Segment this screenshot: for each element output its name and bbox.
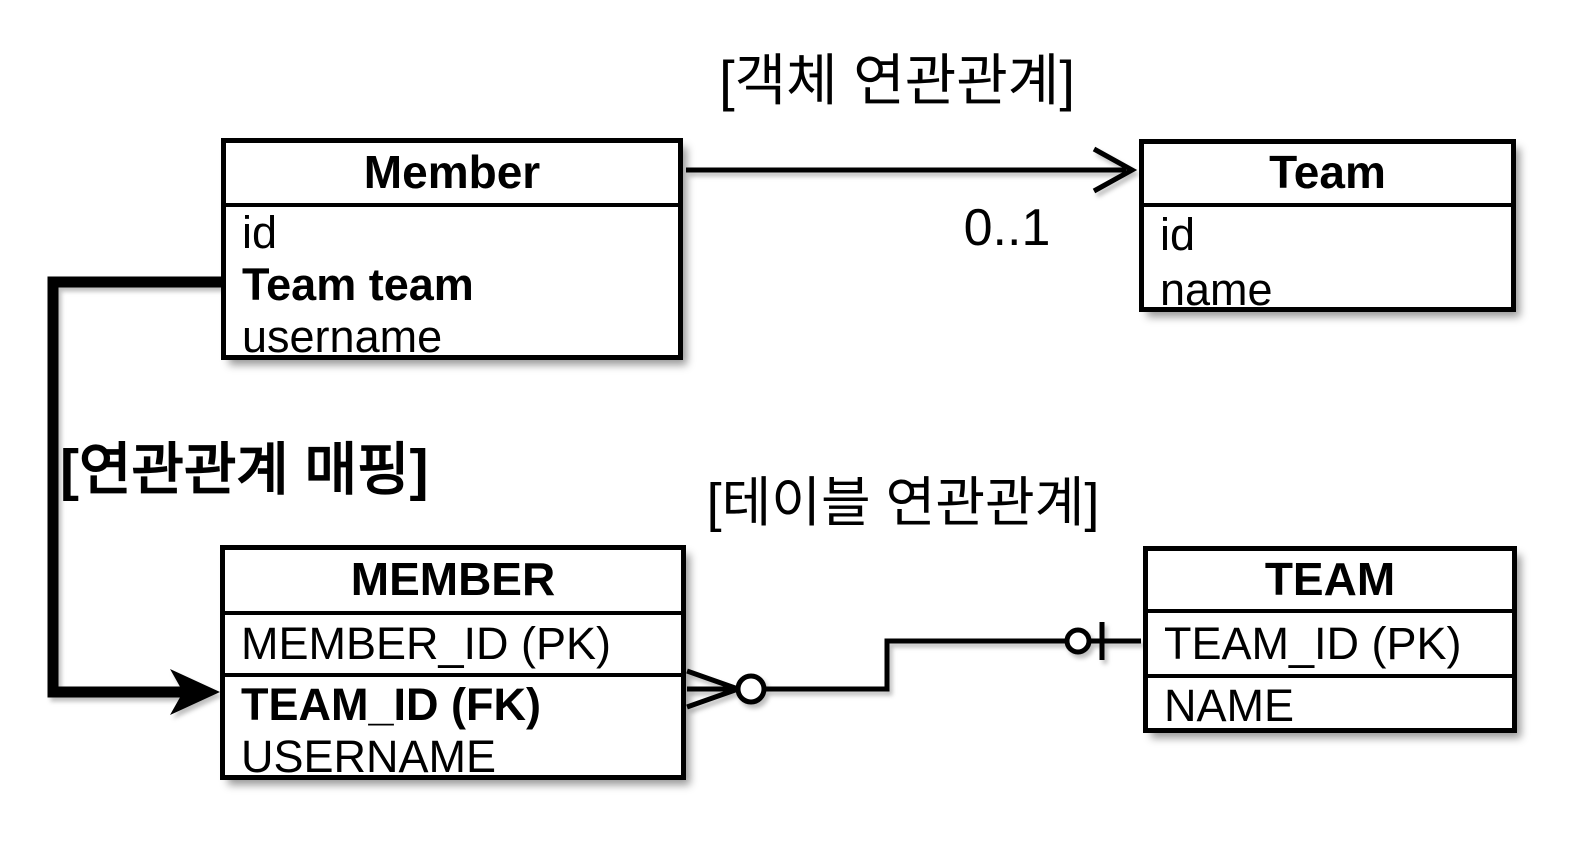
member-class-field-id: id bbox=[242, 207, 278, 258]
team-class-title: Team bbox=[1144, 144, 1511, 207]
table-association-title: [테이블 연관관계] bbox=[706, 473, 1100, 533]
team-table-name-field: NAME bbox=[1164, 680, 1295, 731]
open-arrowhead-icon bbox=[1092, 146, 1138, 194]
member-table-pk-field: MEMBER_ID (PK) bbox=[225, 615, 681, 677]
multiplicity-label: 0..1 bbox=[963, 199, 1051, 257]
zero-circle-member-end-icon bbox=[735, 673, 767, 705]
team-class-box: Team id name bbox=[1139, 139, 1516, 315]
team-table-pk-field: TEAM_ID (PK) bbox=[1148, 613, 1512, 678]
team-table-title: TEAM bbox=[1148, 551, 1512, 613]
team-class-field-id: id bbox=[1160, 209, 1196, 260]
member-class-box: Member id Team team username bbox=[221, 138, 683, 362]
mapping-label: [연관관계 매핑] bbox=[60, 438, 429, 502]
table-association-line bbox=[764, 638, 1066, 692]
zero-circle-team-end-icon bbox=[1064, 627, 1092, 655]
team-table-box: TEAM TEAM_ID (PK) NAME bbox=[1143, 546, 1517, 733]
member-table-box: MEMBER MEMBER_ID (PK) TEAM_ID (FK) USERN… bbox=[220, 545, 686, 781]
object-association-title: [객체 연관관계] bbox=[719, 49, 1075, 112]
crow-foot-many-icon bbox=[686, 668, 739, 710]
member-class-field-team: Team team bbox=[242, 259, 474, 310]
mapping-line bbox=[47, 276, 221, 698]
member-table-username-field: USERNAME bbox=[241, 731, 497, 781]
member-table-title: MEMBER bbox=[225, 550, 681, 615]
member-class-title: Member bbox=[226, 143, 678, 207]
member-table-fk-field: TEAM_ID (FK) bbox=[241, 679, 541, 730]
team-class-field-name: name bbox=[1160, 264, 1273, 315]
filled-arrowhead-icon bbox=[170, 669, 220, 715]
member-class-field-username: username bbox=[242, 311, 443, 362]
